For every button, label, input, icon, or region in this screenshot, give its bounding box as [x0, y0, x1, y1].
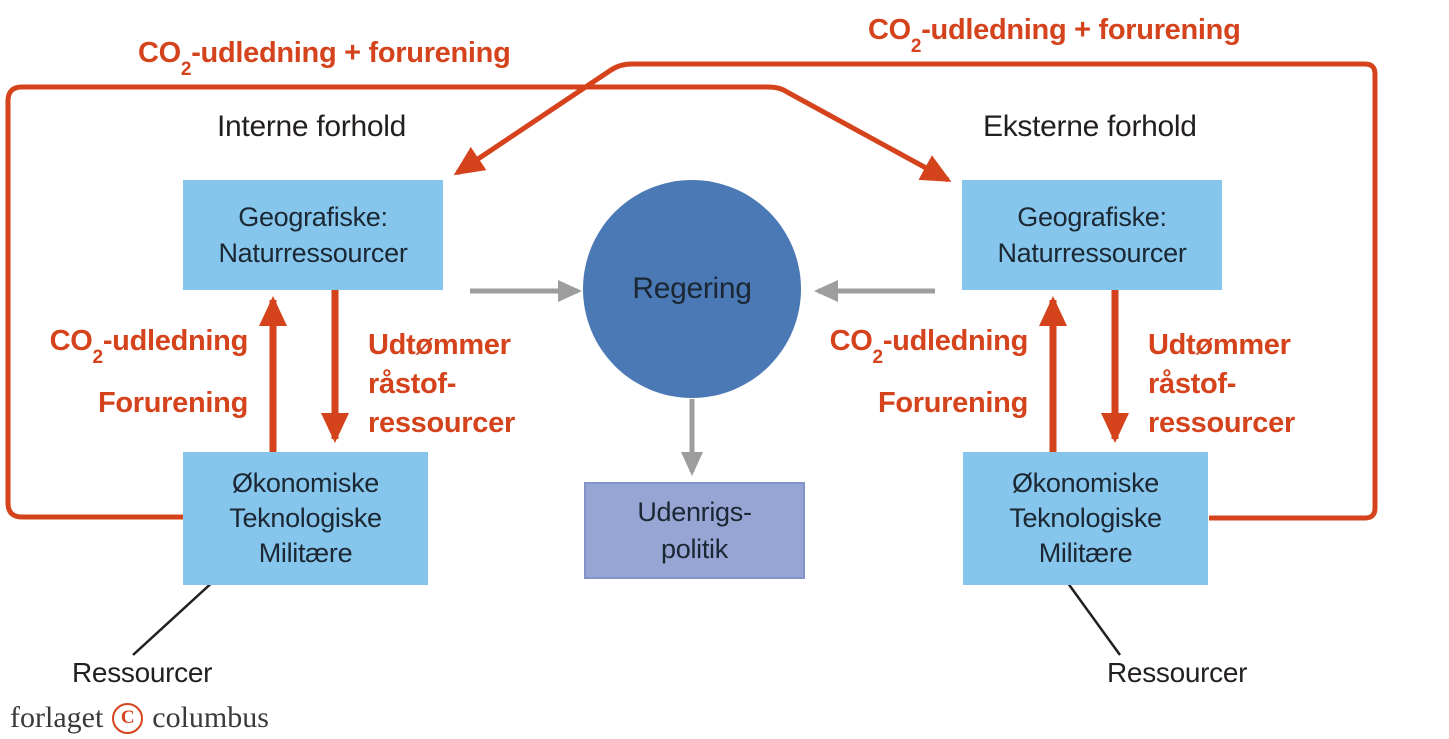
depletion-label-left: Udtømmer råstof- ressourcer: [368, 326, 515, 443]
emission-label-top-right-pre: CO: [868, 14, 911, 46]
geographic-box-internal-line2: Naturressourcer: [218, 238, 408, 268]
co2-loop-arrow-left-to-right: [5, 84, 952, 520]
economic-box-external-line3: Militære: [1038, 538, 1133, 568]
geographic-box-external-line1: Geografiske:: [1017, 202, 1167, 232]
emission-label-top-left-post: -udledning + forurening: [191, 37, 511, 69]
emission-label-top-right-post: -udledning + forurening: [921, 14, 1241, 46]
economic-box-external-line2: Teknologiske: [1009, 503, 1162, 533]
depletion-label-right: Udtømmer råstof- ressourcer: [1148, 326, 1295, 443]
economic-box-internal-line2: Teknologiske: [229, 503, 382, 533]
economic-box-external: Økonomiske Teknologiske Militære: [963, 452, 1208, 585]
section-title-internal: Interne forhold: [217, 110, 406, 143]
depletion-label-left-line3: ressourcer: [368, 407, 515, 439]
government-circle: Regering: [583, 180, 801, 398]
co2-label-left: CO2-udledning: [0, 324, 249, 367]
pollution-label-left: Forurening: [97, 387, 248, 419]
emission-label-top-left-sub: 2: [180, 58, 192, 80]
resources-label-left: Ressourcer: [72, 657, 213, 688]
resources-label-right: Ressourcer: [1107, 657, 1248, 688]
government-circle-label: Regering: [632, 272, 752, 305]
geographic-box-internal: Geografiske: Naturressourcer: [183, 180, 443, 290]
co2-loop-arrow-right-to-left: [453, 61, 1378, 521]
economic-box-internal: Økonomiske Teknologiske Militære: [183, 452, 428, 585]
geographic-box-external-line2: Naturressourcer: [997, 238, 1187, 268]
economic-box-external-line1: Økonomiske: [1011, 468, 1160, 498]
publisher-logo: forlaget C columbus: [10, 701, 269, 735]
publisher-logo-word1: forlaget: [10, 701, 104, 734]
economic-box-internal-line3: Militære: [258, 538, 353, 568]
geographic-box-internal-line1: Geografiske:: [238, 202, 388, 232]
emission-label-top-right-sub: 2: [910, 35, 922, 57]
depletion-label-right-line2: råstof-: [1148, 368, 1237, 400]
economic-box-internal-line1: Økonomiske: [231, 468, 380, 498]
section-title-external: Eksterne forhold: [983, 110, 1197, 143]
pollution-label-right: Forurening: [877, 387, 1028, 419]
foreign-policy-line1: Udenrigs-: [637, 496, 752, 527]
publisher-logo-word2: columbus: [152, 701, 269, 734]
geographic-box-external: Geografiske: Naturressourcer: [962, 180, 1222, 290]
co2-label-left-post: -udledning: [102, 325, 248, 357]
foreign-policy-box: Udenrigs- politik: [584, 482, 805, 579]
co2-label-right-post: -udledning: [882, 325, 1028, 357]
depletion-label-left-line2: råstof-: [368, 368, 457, 400]
co2-label-right: CO2-udledning: [780, 324, 1029, 367]
emission-label-top-left-pre: CO: [138, 37, 181, 69]
co2-label-right-pre: CO: [829, 325, 873, 357]
depletion-label-right-line3: ressourcer: [1148, 407, 1295, 439]
co2-label-right-sub: 2: [872, 346, 884, 368]
depletion-label-left-line1: Udtømmer: [368, 329, 511, 361]
copyright-circle-letter: C: [120, 707, 135, 728]
co2-label-left-pre: CO: [49, 325, 93, 357]
co2-label-left-sub: 2: [92, 346, 104, 368]
emission-label-top-left: CO2-udledning + forurening: [138, 36, 511, 79]
depletion-label-right-line1: Udtømmer: [1148, 329, 1291, 361]
emission-label-top-right: CO2-udledning + forurening: [868, 13, 1241, 56]
foreign-policy-line2: politik: [661, 533, 728, 564]
copyright-circle-icon: C: [112, 702, 144, 734]
